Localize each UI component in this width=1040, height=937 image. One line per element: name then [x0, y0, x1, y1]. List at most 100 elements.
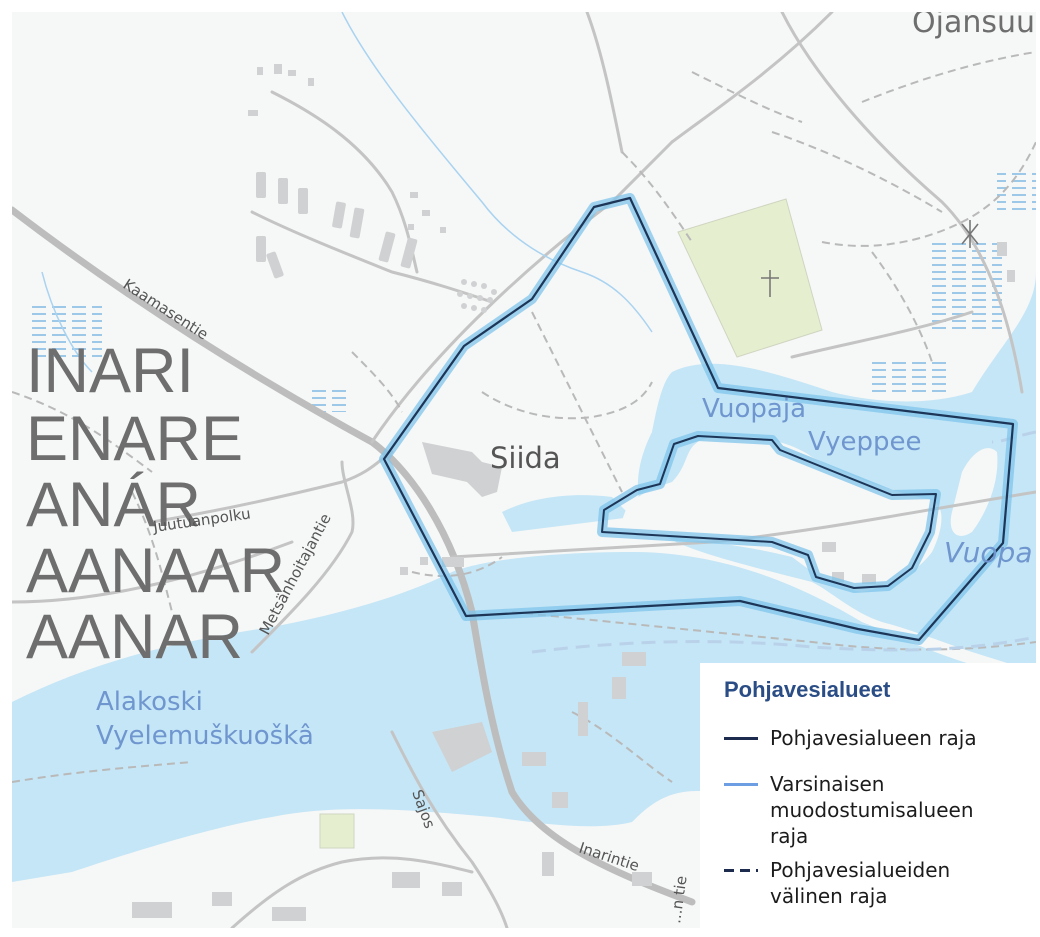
building: [308, 78, 314, 86]
building: [862, 574, 876, 584]
building: [266, 251, 284, 279]
building: [822, 542, 836, 552]
building: [400, 567, 408, 575]
siida-museum-building: [422, 442, 502, 497]
building: [257, 67, 263, 75]
building: [212, 892, 232, 906]
building: [432, 722, 492, 772]
footpath: [821, 141, 1036, 247]
legend-label: Pohjavesialueen raja: [770, 726, 977, 750]
footpath: [511, 611, 1036, 651]
dam-marker-icon: [961, 220, 979, 248]
road-ne-2: [780, 12, 1024, 394]
footpath: [131, 491, 173, 613]
legend-symbol-solid-light: [724, 783, 758, 786]
footpath: [621, 151, 693, 243]
main-road-inarintie: [12, 206, 696, 906]
building: [400, 237, 418, 269]
road-metsanhoitaja: [250, 460, 355, 654]
legend-title: Pohjavesialueet: [724, 677, 891, 702]
place-label-top-right: Ojansuu: [912, 12, 1035, 40]
footpath: [12, 761, 193, 783]
map-canvas: Ojansuu INARI ENARE ANÁR AANAAR AANAR Si…: [12, 12, 1036, 928]
marsh-area: [997, 172, 1036, 212]
water-label-vyelemuskuoska: Vyelemuškuoškâ: [96, 721, 314, 751]
water-label-vyeppee: Vyeppee: [808, 427, 921, 457]
road-east: [790, 310, 974, 359]
buildings: [132, 64, 1015, 921]
building: [378, 231, 396, 263]
building: [248, 110, 258, 116]
municipality-name-anar: ANÁR: [26, 470, 201, 540]
municipality-name-enare: ENARE: [26, 404, 243, 474]
stream: [41, 271, 93, 373]
building: [298, 188, 308, 214]
footpath: [691, 71, 803, 123]
footpath: [861, 51, 1036, 103]
building: [332, 201, 346, 229]
main-road-north: [370, 140, 674, 444]
road-juutua: [150, 450, 394, 524]
municipality-name-inari: INARI: [26, 336, 194, 406]
groundwater-area-boundary: [382, 196, 1015, 642]
water-label-alakoski: Alakoski: [96, 687, 203, 717]
place-label-siida: Siida: [490, 441, 561, 475]
building: [632, 872, 652, 886]
building: [288, 70, 296, 76]
peninsula: [950, 448, 998, 536]
building: [272, 907, 306, 921]
municipality-name-aanar: AANAR: [26, 602, 243, 672]
building: [132, 902, 172, 918]
building: [420, 557, 428, 565]
footpath: [481, 381, 653, 420]
marsh-area: [312, 387, 352, 412]
marsh-areas: [32, 172, 1036, 412]
road-south: [230, 856, 474, 928]
dashed-boundary-line: [531, 635, 1036, 654]
map-view[interactable]: Ojansuu INARI ENARE ANÁR AANAAR AANAR Si…: [12, 12, 1036, 928]
footpath: [351, 351, 403, 413]
building: [442, 557, 464, 567]
legend-symbol-dashed-dark: [724, 869, 758, 872]
building: [522, 752, 546, 766]
road-west: [12, 540, 294, 604]
inlet-water: [502, 495, 632, 532]
building: [1007, 270, 1015, 282]
building: [552, 792, 568, 808]
legend-label: Pohjavesialueiden välinen raja: [770, 858, 951, 908]
building: [440, 227, 446, 233]
building: [392, 872, 420, 888]
footpaths: [12, 51, 1036, 783]
building: [542, 852, 554, 876]
water-label-vuopaja: Vuopaja: [702, 394, 806, 424]
building: [612, 677, 626, 699]
building: [422, 210, 430, 216]
municipality-name-aanaar: AANAAR: [26, 536, 285, 606]
road-sajos: [390, 730, 509, 928]
building: [349, 207, 365, 239]
building: [997, 242, 1007, 256]
island: [622, 435, 942, 592]
marsh-area: [932, 242, 1002, 332]
road-northeast: [670, 12, 834, 144]
building: [622, 652, 646, 666]
legend-label: Varsinaisen muodostumisalueen raja: [770, 772, 974, 848]
sports-field: [319, 813, 355, 849]
footpath: [411, 556, 503, 578]
pond-water-2: [538, 648, 598, 674]
church-cross-icon: [761, 270, 779, 297]
building: [442, 882, 462, 896]
building: [278, 178, 288, 204]
map-legend: Pohjavesialueet Pohjavesialueen raja Var…: [700, 663, 1036, 928]
marsh-area: [32, 302, 102, 362]
building: [408, 224, 414, 230]
stream: [341, 12, 653, 333]
building-dots: [457, 279, 497, 313]
legend-symbol-solid-dark: [724, 737, 758, 740]
building: [256, 236, 266, 262]
island-exclusion-boundary-line: [601, 435, 937, 589]
building: [274, 64, 282, 74]
road-north-2: [585, 12, 624, 154]
building: [832, 572, 844, 582]
building: [256, 172, 266, 198]
